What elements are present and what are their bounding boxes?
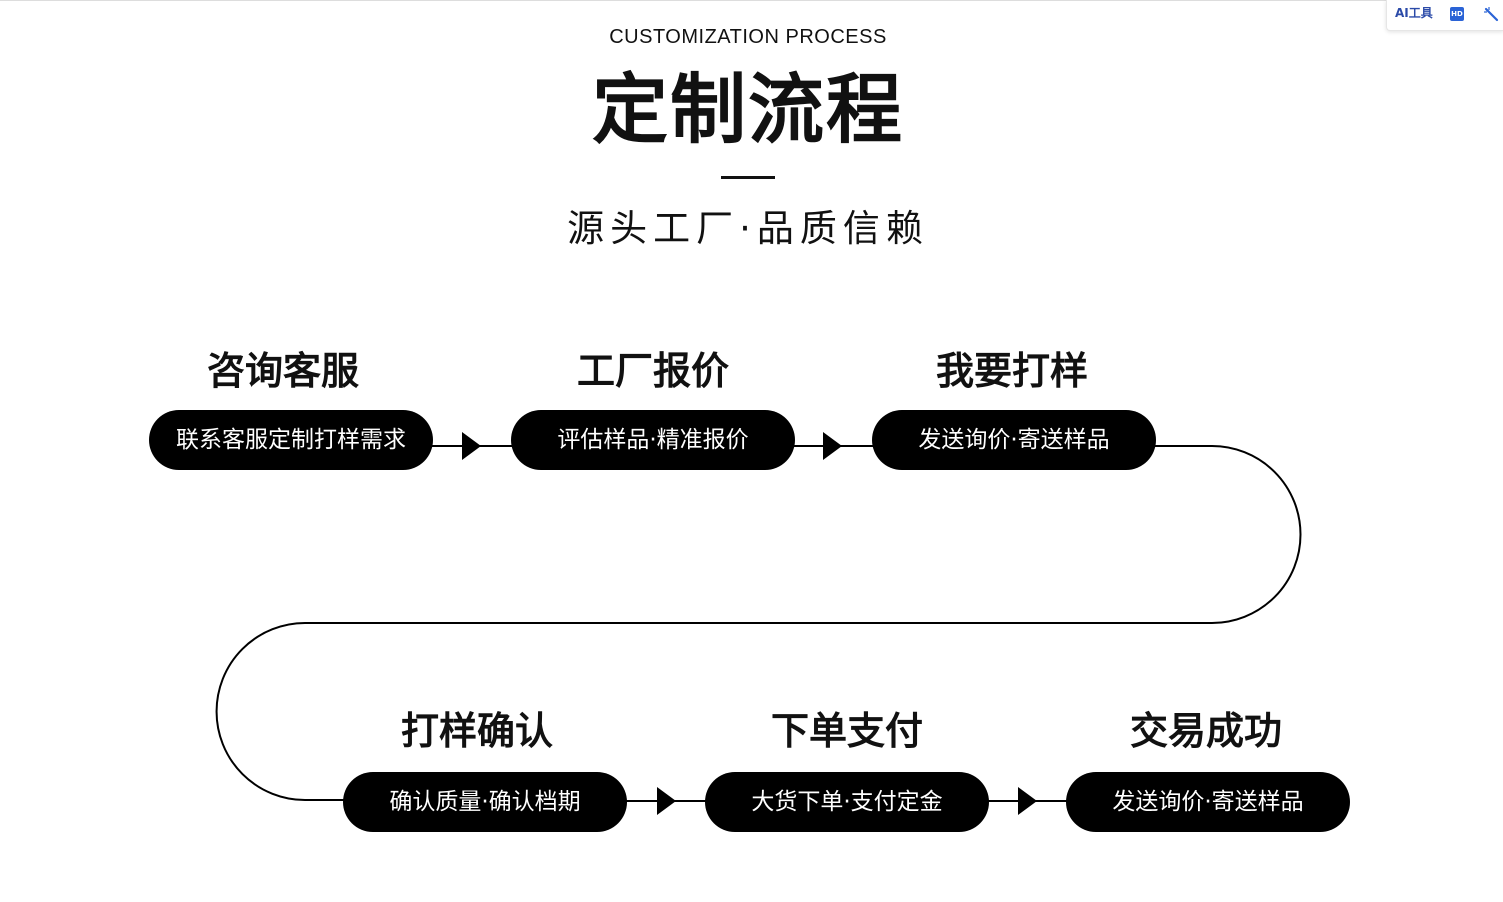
step-title-quote: 工厂报价: [576, 349, 729, 393]
arrow-head: [1018, 787, 1037, 815]
arrow-head: [823, 432, 842, 460]
step-title-confirm: 打样确认: [400, 709, 553, 753]
page-title: 定制流程: [592, 65, 904, 154]
hd-icon[interactable]: HD: [1450, 7, 1464, 21]
step-pill-sample[interactable]: 发送询价·寄送样品: [872, 410, 1156, 470]
title-divider: [721, 176, 775, 179]
extension-toolbar: AI工具 HD: [1386, 0, 1503, 31]
step-pill-payment[interactable]: 大货下单·支付定金: [705, 772, 989, 832]
flow-curve-left: [215, 622, 345, 801]
tagline: 源头工厂·品质信赖: [567, 207, 929, 250]
english-subtitle: CUSTOMIZATION PROCESS: [609, 26, 887, 48]
flow-curve-right: [305, 445, 1302, 624]
step-title-sample: 我要打样: [935, 349, 1088, 393]
arrow-head: [657, 787, 676, 815]
step-pill-confirm[interactable]: 确认质量·确认档期: [343, 772, 627, 832]
step-pill-quote[interactable]: 评估样品·精准报价: [511, 410, 795, 470]
ai-tools-button[interactable]: AI工具: [1395, 6, 1433, 20]
step-title-payment: 下单支付: [770, 709, 923, 753]
step-title-consult: 咨询客服: [206, 349, 359, 393]
magic-wand-icon[interactable]: [1483, 6, 1499, 22]
step-pill-success[interactable]: 发送询价·寄送样品: [1066, 772, 1350, 832]
step-title-success: 交易成功: [1129, 709, 1282, 753]
step-pill-consult[interactable]: 联系客服定制打样需求: [149, 410, 433, 470]
arrow-head: [462, 432, 481, 460]
top-border: [0, 0, 1503, 1]
